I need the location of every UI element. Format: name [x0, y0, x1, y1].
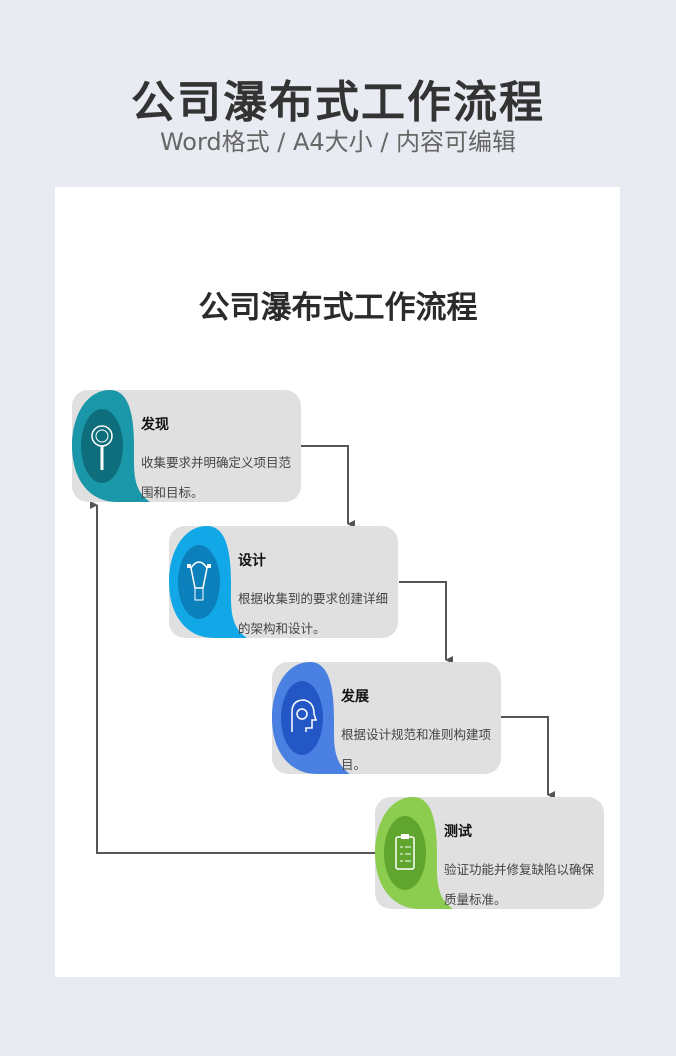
banner-title: 公司瀑布式工作流程 [131, 77, 545, 128]
step-badge [375, 797, 453, 909]
step-card: 设计 根据收集到的要求创建详细的架构和设计。 [169, 526, 398, 638]
step-card: 测试 验证功能并修复缺陷以确保质量标准。 [375, 797, 604, 909]
step-card: 发展 根据设计规范和准则构建项目。 [272, 662, 501, 774]
magnifier-icon [91, 425, 113, 470]
step-description: 根据设计规范和准则构建项目。 [341, 727, 492, 772]
step-title: 发现 [141, 417, 169, 433]
step-description: 收集要求并明确定义项目范围和目标。 [141, 455, 292, 500]
banner-subtitle: Word格式 / A4大小 / 内容可编辑 [159, 128, 517, 156]
step-description: 根据收集到的要求创建详细的架构和设计。 [238, 591, 389, 636]
clipboard-icon [395, 834, 415, 870]
step-title: 设计 [238, 553, 266, 569]
step-card: 发现 收集要求并明确定义项目范围和目标。 [72, 390, 301, 502]
step-badge [272, 662, 350, 774]
step-title: 发展 [341, 689, 369, 705]
document-title: 公司瀑布式工作流程 [198, 290, 478, 326]
step-description: 验证功能并修复缺陷以确保质量标准。 [444, 862, 595, 907]
step-title: 测试 [444, 824, 472, 840]
pen-tool-icon [187, 561, 211, 601]
head-gear-icon [291, 699, 318, 732]
step-badge [169, 526, 247, 638]
step-badge [72, 390, 150, 502]
